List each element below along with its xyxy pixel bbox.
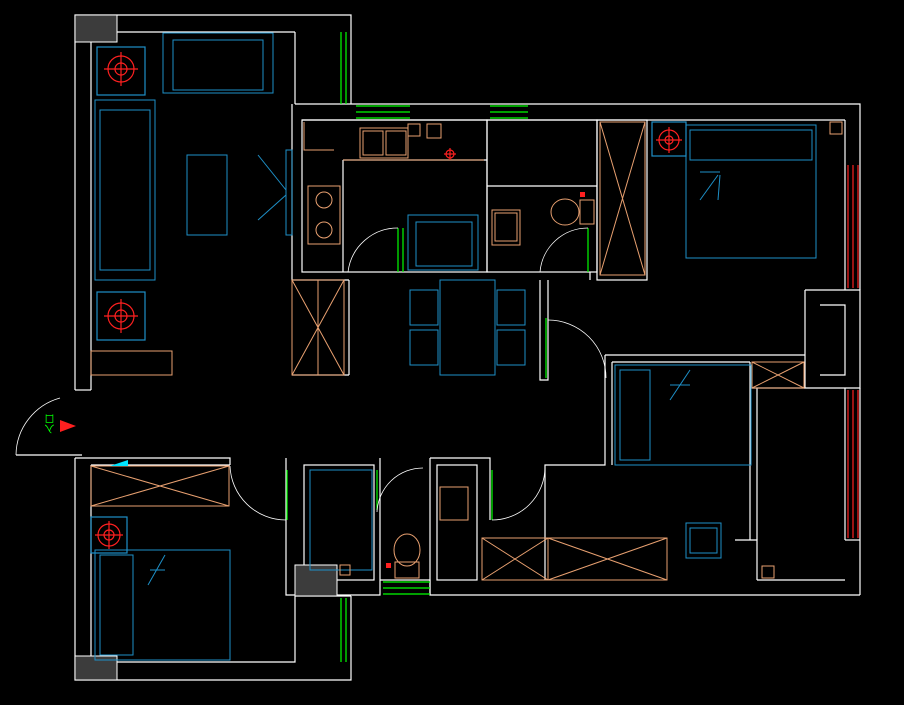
ac-unit-icon bbox=[444, 148, 456, 160]
sanitary bbox=[307, 121, 843, 579]
sink-icon bbox=[359, 127, 409, 159]
windows-green bbox=[286, 32, 589, 662]
doors bbox=[15, 227, 607, 521]
markers bbox=[386, 192, 585, 568]
cabinets bbox=[90, 121, 805, 581]
ac-unit-icon bbox=[90, 516, 128, 554]
windows-red bbox=[847, 165, 859, 538]
stove-icon bbox=[307, 185, 341, 245]
columns bbox=[74, 14, 338, 681]
ac-unit-icon bbox=[96, 46, 146, 96]
ac-unit-icon bbox=[651, 121, 687, 157]
ac-unit-icon bbox=[96, 291, 146, 341]
ac-units bbox=[90, 46, 687, 554]
cyan-accent bbox=[110, 460, 128, 466]
toilet-icon bbox=[550, 198, 580, 226]
furniture bbox=[94, 32, 817, 661]
entrance-label: 入口 bbox=[46, 414, 57, 434]
